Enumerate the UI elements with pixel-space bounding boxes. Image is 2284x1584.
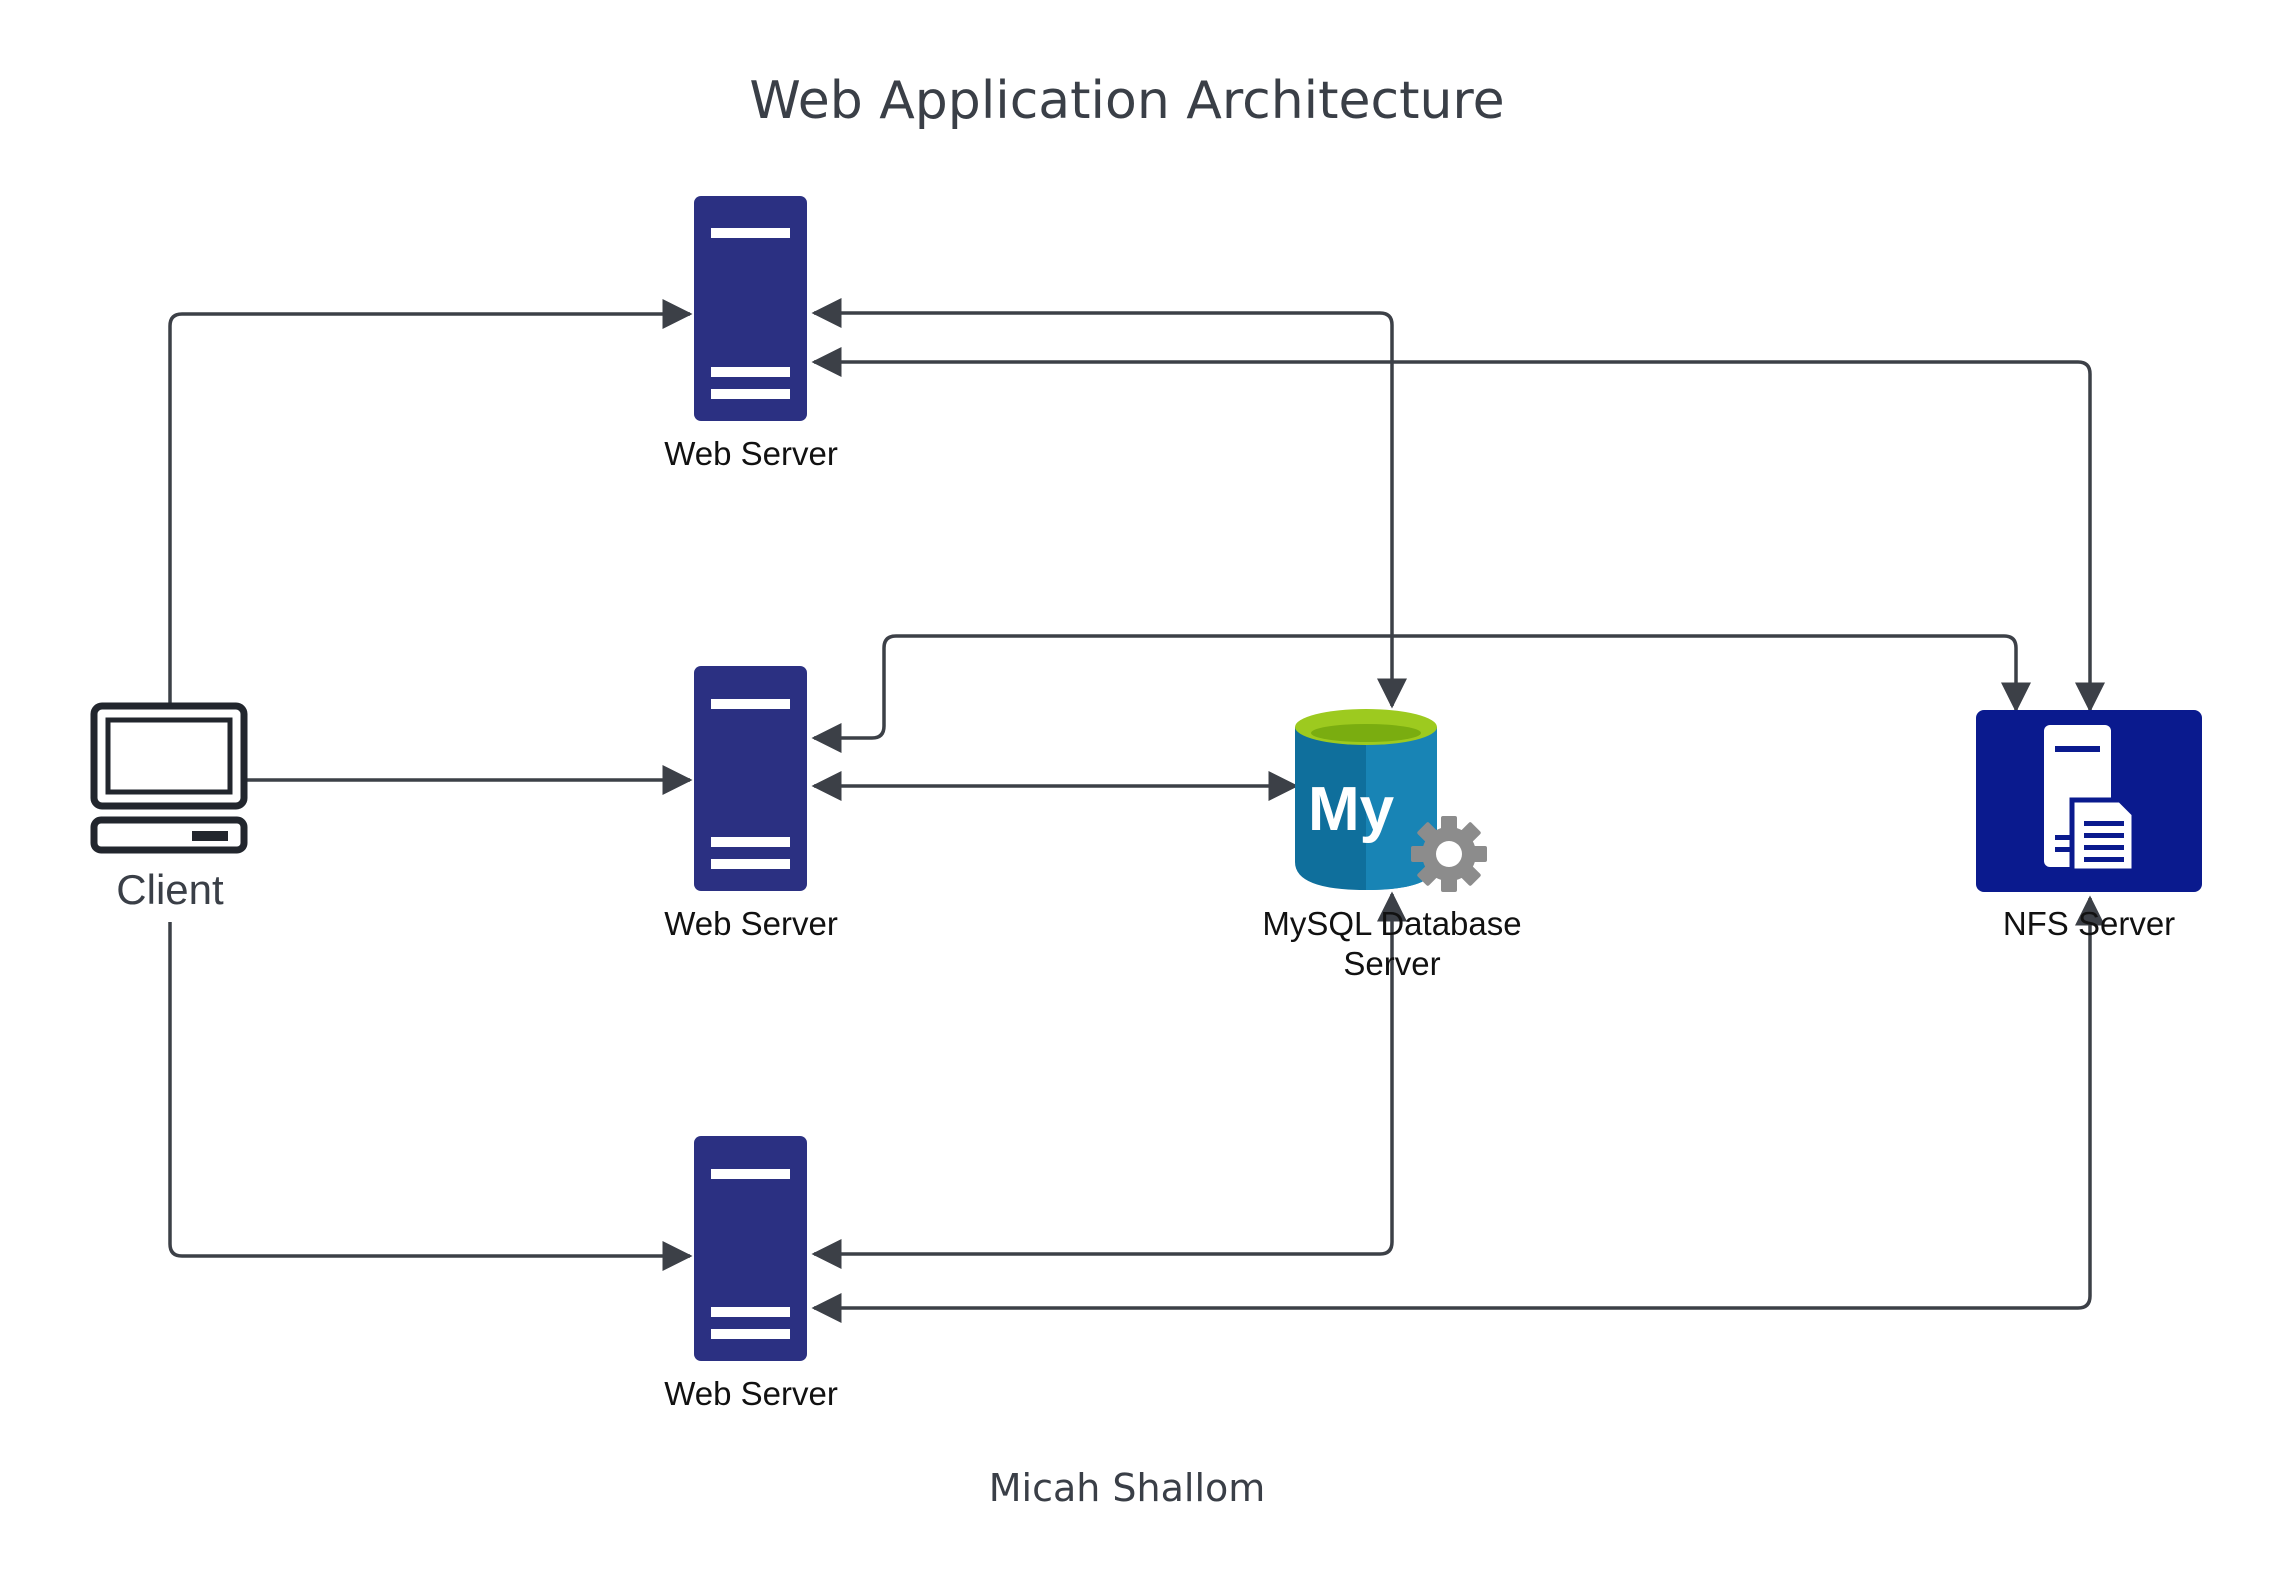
nfs-label: NFS Server: [2003, 905, 2175, 942]
server-icon: [694, 1136, 807, 1361]
server-icon: [694, 666, 807, 891]
edge-webserver-bottom-mysql: [811, 891, 1407, 1269]
diagram-title: Web Application Architecture: [749, 71, 1504, 131]
edge-client-webserver-top: [168, 299, 693, 708]
client-label: Client: [116, 866, 224, 913]
mysql-database-icon: My: [1295, 709, 1487, 892]
author-label: Micah Shallom: [989, 1466, 1266, 1510]
mysql-logo-text: My: [1308, 775, 1395, 844]
edge-webserver-top-nfs: [811, 347, 2105, 713]
client-node[interactable]: Client: [90, 702, 248, 913]
mysql-node[interactable]: My MySQL Database Server: [1262, 709, 1522, 982]
nfs-server-icon: [1976, 710, 2202, 892]
connections: [168, 298, 2105, 1323]
edge-webserver-middle-nfs: [811, 634, 2031, 753]
server-icon: [694, 196, 807, 421]
edge-webserver-top-mysql: [811, 298, 1407, 709]
web-server-middle-label: Web Server: [664, 905, 838, 942]
web-server-bottom-node[interactable]: Web Server: [664, 1136, 838, 1412]
nfs-node[interactable]: NFS Server: [1976, 710, 2202, 942]
web-server-top-node[interactable]: Web Server: [664, 196, 838, 472]
web-server-bottom-label: Web Server: [664, 1375, 838, 1412]
mysql-label-line2: Server: [1343, 945, 1440, 982]
edge-webserver-bottom-nfs: [811, 895, 2105, 1323]
web-server-middle-node[interactable]: Web Server: [664, 666, 838, 942]
laptop-icon: [90, 702, 248, 854]
web-server-top-label: Web Server: [664, 435, 838, 472]
edge-client-webserver-bottom: [168, 922, 693, 1271]
mysql-label-line1: MySQL Database: [1262, 905, 1521, 942]
gear-icon: [1411, 816, 1487, 892]
